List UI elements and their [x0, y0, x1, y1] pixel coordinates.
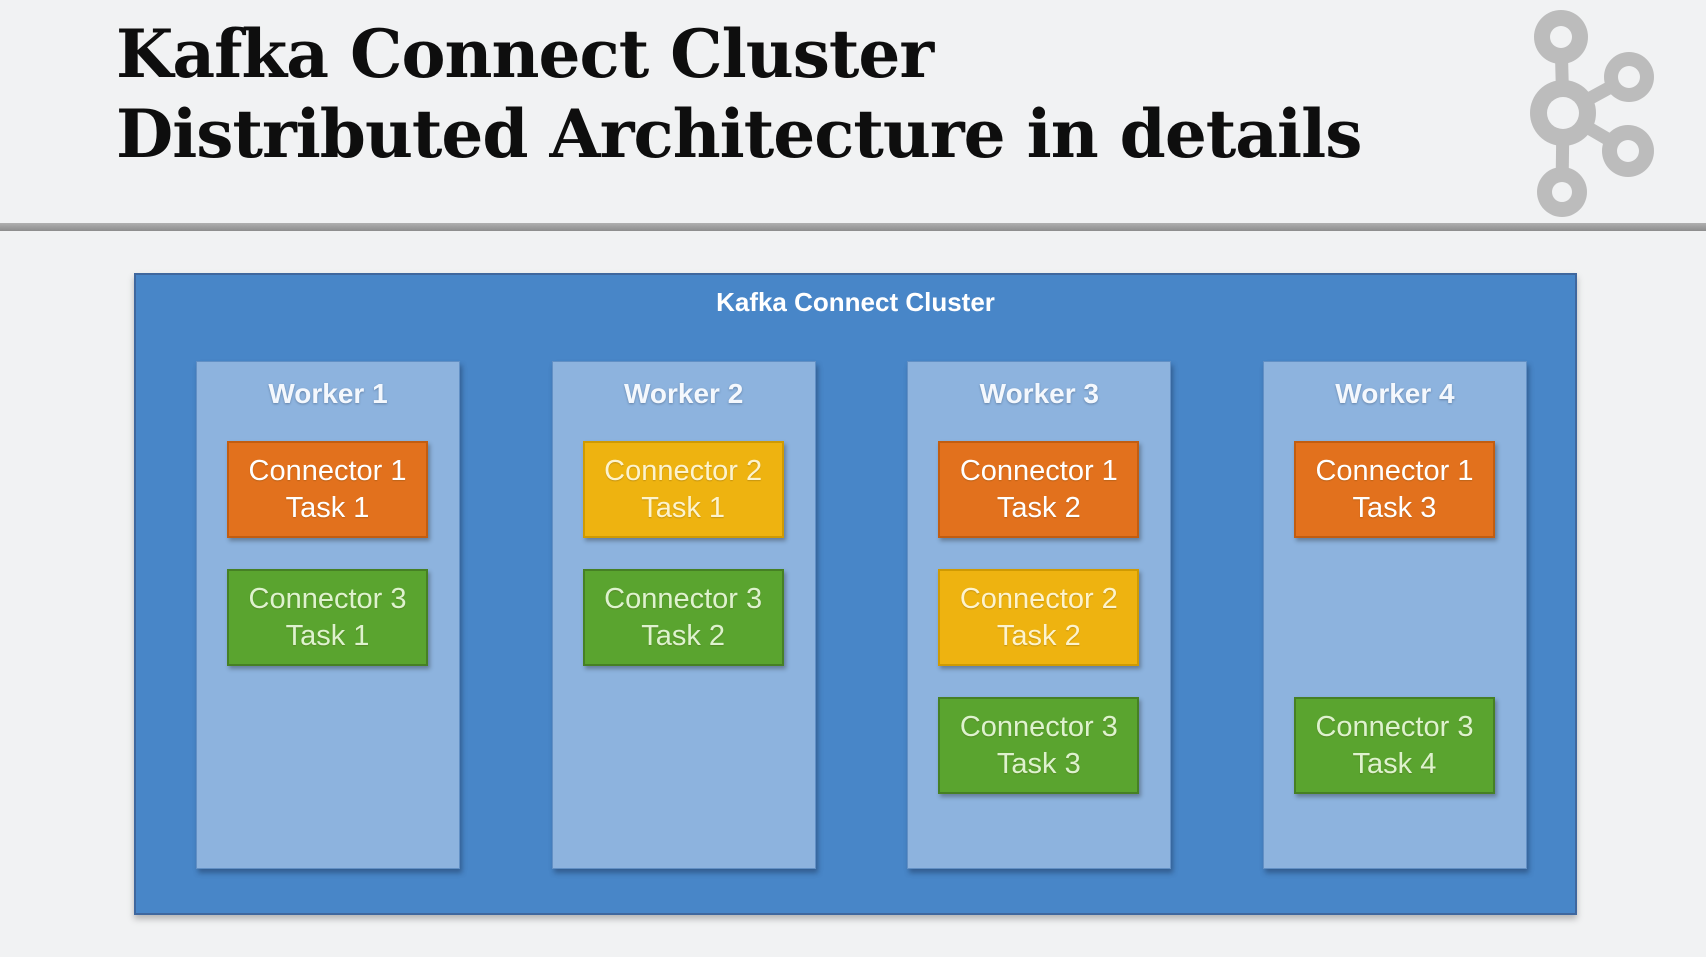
connector-label: Connector 3 [1315, 710, 1474, 743]
worker-4-title: Worker 4 [1335, 378, 1455, 409]
worker-2-title: Worker 2 [623, 378, 744, 409]
worker-box-1: Worker 1 Connector 1 Task 1 Connector 3 … [196, 361, 460, 869]
worker-box-3: Worker 3 Connector 1 Task 2 Connector 2 … [907, 361, 1172, 869]
worker-box-4: Worker 4 Connector 1 Task 3 Connector 3 … [1262, 361, 1527, 869]
connector-label: Connector 1 [248, 454, 407, 487]
task-box-connector1-task3: Connector 1 Task 3 [1293, 441, 1495, 538]
task-label: Task 3 [1352, 491, 1437, 524]
task-box-connector3-task3: Connector 3 Task 3 [938, 697, 1140, 794]
connector-label: Connector 2 [959, 582, 1118, 615]
task-box-connector3-task4: Connector 3 Task 4 [1293, 697, 1495, 794]
connector-label: Connector 1 [1315, 454, 1474, 487]
cluster-title: Kafka Connect Cluster [716, 287, 995, 317]
worker-box-2: Worker 2 Connector 2 Task 1 Connector 3 … [551, 361, 816, 869]
page-title-line2: Distributed Architecture in details [116, 95, 1362, 173]
task-box-connector2-task2: Connector 2 Task 2 [938, 569, 1140, 666]
task-box-connector1-task2: Connector 1 Task 2 [938, 441, 1140, 538]
task-label: Task 4 [1352, 747, 1437, 780]
connector-label: Connector 3 [248, 582, 407, 615]
task-box-connector3-task2: Connector 3 Task 2 [582, 569, 784, 666]
connector-label: Connector 2 [604, 454, 763, 487]
task-box-connector2-task1: Connector 2 Task 1 [582, 441, 784, 538]
task-label: Task 2 [996, 491, 1081, 524]
page-title: Kafka Connect Cluster Distributed Archit… [116, 14, 1362, 174]
task-label: Task 1 [641, 491, 726, 524]
worker-1-title: Worker 1 [268, 378, 388, 409]
worker-3-title: Worker 3 [979, 378, 1099, 409]
task-label: Task 3 [996, 747, 1081, 780]
kafka-connect-cluster-box: Kafka Connect Cluster Worker 1 Connector… [134, 273, 1577, 915]
connector-label: Connector 1 [959, 454, 1118, 487]
page-title-line1: Kafka Connect Cluster [116, 15, 934, 93]
task-label: Task 1 [285, 619, 370, 652]
connector-label: Connector 3 [604, 582, 763, 615]
task-label: Task 2 [641, 619, 726, 652]
header-divider [0, 223, 1706, 231]
task-box-connector1-task1: Connector 1 Task 1 [227, 441, 428, 538]
workers-row: Worker 1 Connector 1 Task 1 Connector 3 … [196, 361, 1527, 869]
connector-label: Connector 3 [959, 710, 1118, 743]
kafka-logo-icon [1530, 10, 1654, 217]
task-box-connector3-task1: Connector 3 Task 1 [227, 569, 428, 666]
task-label: Task 1 [285, 491, 370, 524]
task-label: Task 2 [996, 619, 1081, 652]
